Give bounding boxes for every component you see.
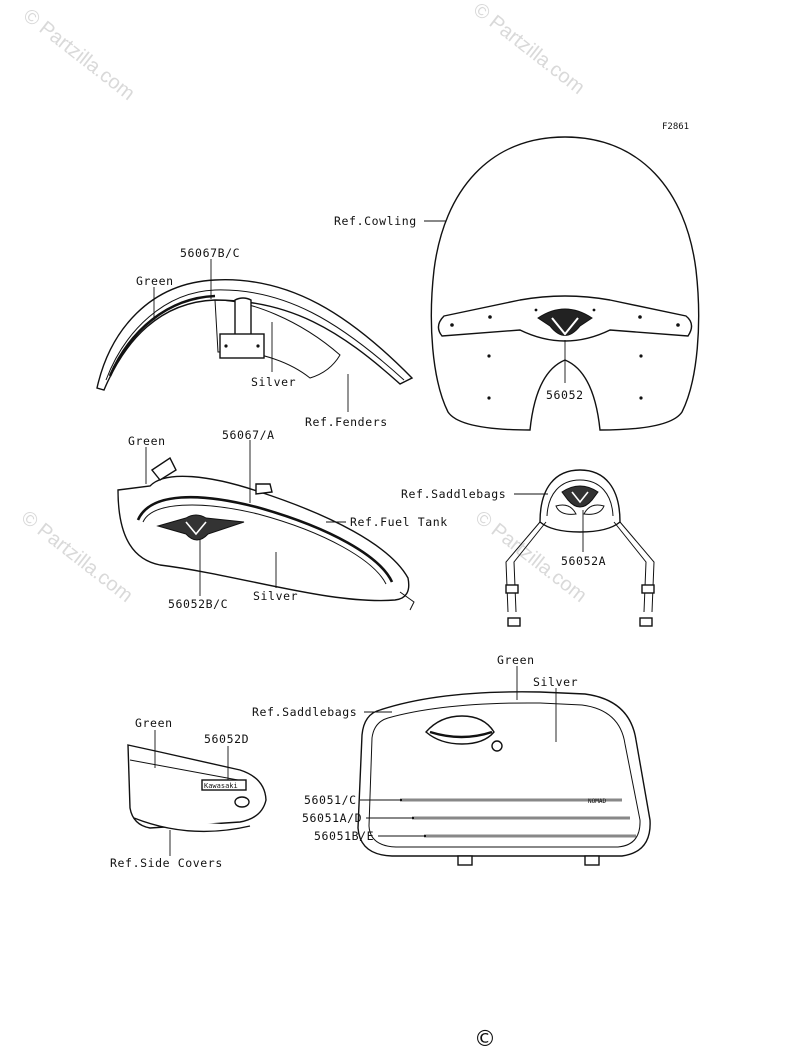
backrest [505, 469, 655, 627]
label-side-green: Green [135, 716, 173, 730]
label-ref-saddlebags-backrest: Ref.Saddlebags [401, 487, 506, 501]
label-stripe-3: 56051B/E [314, 829, 374, 843]
label-tank-stripe: 56067/A [222, 428, 275, 442]
watermark-mid-left: © Partzilla.com [17, 507, 137, 607]
label-backrest-emblem: 56052A [561, 554, 606, 568]
label-ref-fuel-tank: Ref.Fuel Tank [350, 515, 448, 529]
fuel-tank [117, 456, 415, 611]
label-ref-cowling: Ref.Cowling [334, 214, 417, 228]
label-fender-silver: Silver [251, 375, 296, 389]
label-ref-fenders: Ref.Fenders [305, 415, 388, 429]
side-cover: Kawasaki [127, 744, 267, 833]
watermark-top-right: © Partzilla.com [469, 0, 589, 99]
kawasaki-decal: Kawasaki [204, 782, 238, 790]
label-side-emblem: 56052D [204, 732, 249, 746]
nomad-decal: NOMAD [588, 798, 606, 805]
saddlebag: NOMAD [357, 691, 651, 866]
label-saddlebag-green: Green [497, 653, 535, 667]
label-tank-silver: Silver [253, 589, 298, 603]
figure-code: F2861 [662, 122, 689, 132]
label-ref-side-covers: Ref.Side Covers [110, 856, 223, 870]
label-tank-emblem: 56052B/C [168, 597, 228, 611]
label-ref-saddlebags: Ref.Saddlebags [252, 705, 357, 719]
label-fender-green: Green [136, 274, 174, 288]
front-fender [96, 279, 414, 391]
cowling-windshield [430, 136, 700, 431]
label-fender-stripe: 56067B/C [180, 246, 240, 260]
label-stripe-1: 56051/C [304, 793, 357, 807]
label-saddlebag-silver: Silver [533, 675, 578, 689]
label-tank-green: Green [128, 434, 166, 448]
label-cowl-emblem: 56052 [546, 388, 584, 402]
copyright-symbol: © [474, 1027, 496, 1046]
label-stripe-2: 56051A/D [302, 811, 362, 825]
watermark-top-left: © Partzilla.com [19, 5, 139, 105]
